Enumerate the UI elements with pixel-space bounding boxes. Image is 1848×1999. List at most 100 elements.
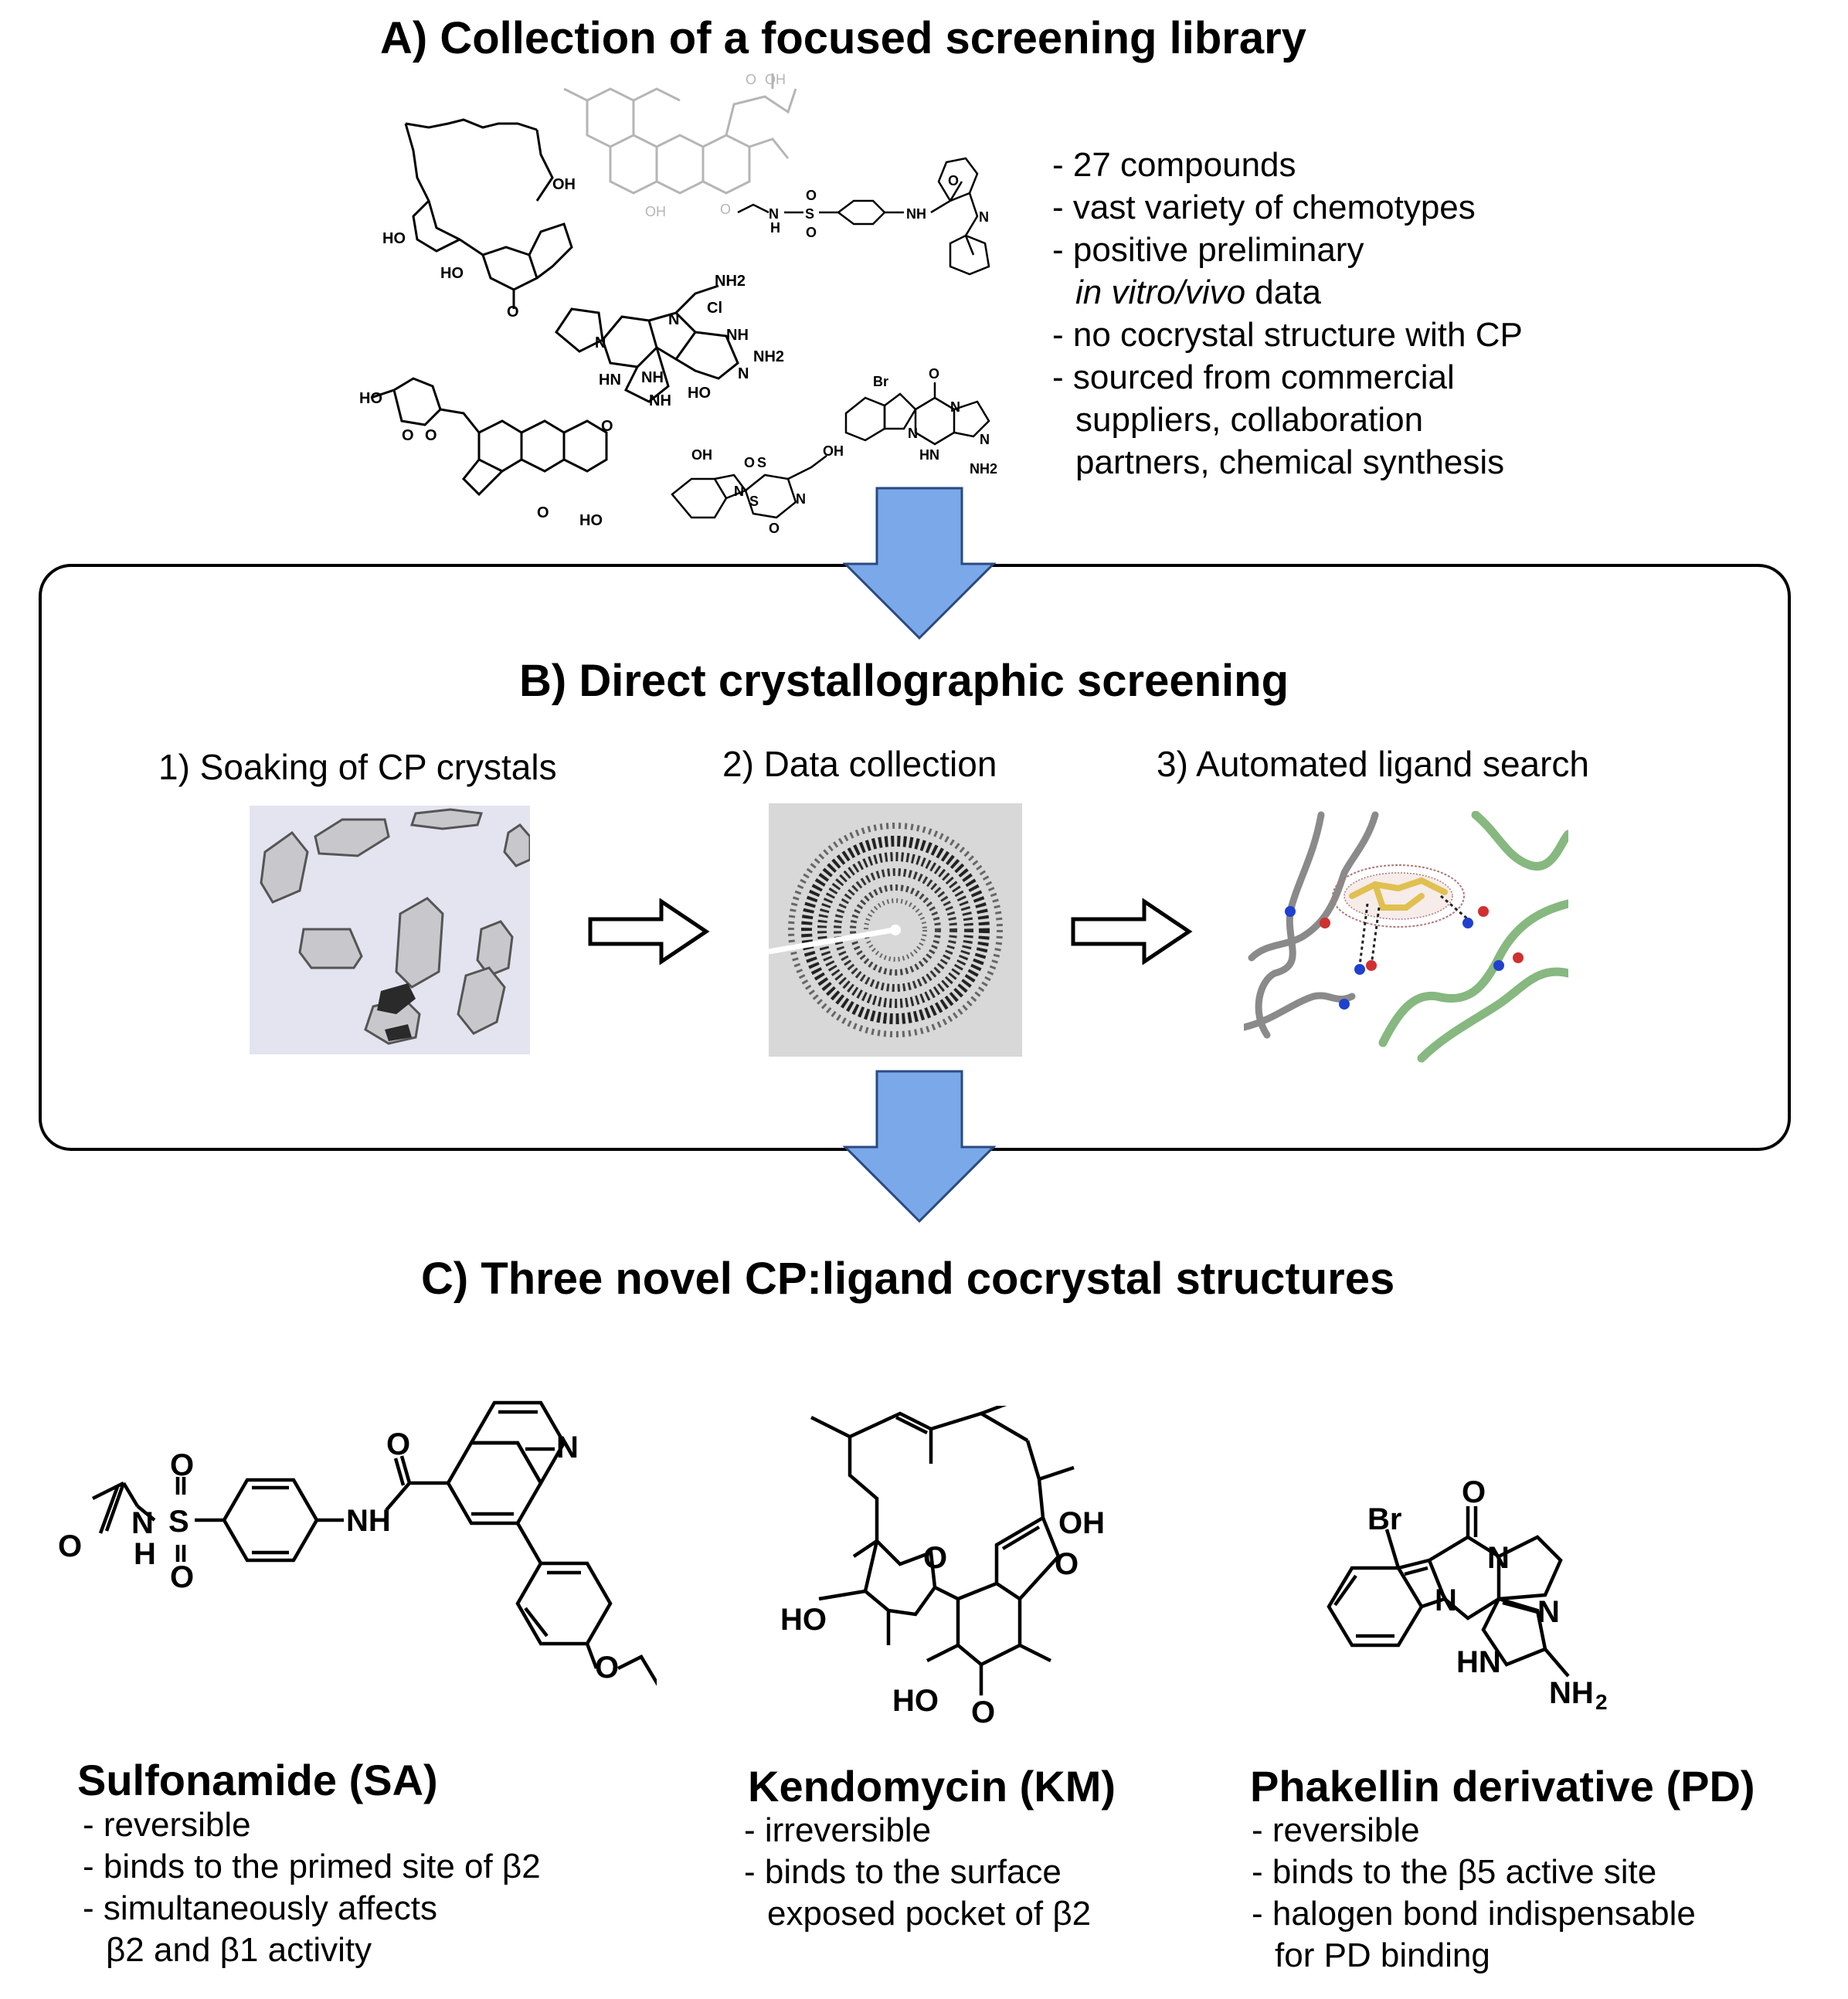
atom-label: N bbox=[908, 426, 918, 441]
section-b-title: B) Direct crystallographic screening bbox=[519, 656, 1289, 706]
compound-pd-bullets: - reversible - binds to the β5 active si… bbox=[1252, 1810, 1696, 1977]
library-structure-phakellin: Br O N N N HN NH2 bbox=[844, 366, 997, 477]
library-structure-gray: OH O OH O bbox=[563, 72, 797, 219]
atom-label: O bbox=[1055, 1547, 1079, 1581]
bullet-item: exposed pocket of β2 bbox=[767, 1895, 1092, 1933]
compound-sa-name: Sulfonamide (SA) bbox=[77, 1756, 438, 1804]
atom-label: NH2 bbox=[970, 461, 997, 477]
section-c-title: C) Three novel CP:ligand cocrystal struc… bbox=[421, 1254, 1395, 1304]
atom-label: HN bbox=[1456, 1645, 1501, 1679]
library-structure-polycyclic: NH2 Cl N N NH HN NH NH HO N NH2 bbox=[555, 273, 784, 409]
bullet-item: - simultaneously affects bbox=[83, 1889, 437, 1927]
atom-label: N bbox=[979, 209, 989, 225]
diffraction-pattern-image bbox=[769, 803, 1022, 1057]
atom-label: HN bbox=[599, 372, 621, 389]
library-structure-sulfonamide: N H S O O NH N O bbox=[737, 157, 990, 276]
bullet-item: in vitro/vivo data bbox=[1052, 271, 1523, 314]
atom-label: O bbox=[720, 202, 731, 217]
atom-label: O bbox=[58, 1529, 82, 1563]
atom-label: OH bbox=[552, 176, 576, 193]
atom-label: S bbox=[168, 1505, 189, 1539]
bullet-item: suppliers, collaboration bbox=[1075, 401, 1424, 439]
atom-label: O bbox=[595, 1651, 619, 1685]
atom-label: N bbox=[950, 399, 960, 415]
atom-label: N bbox=[769, 206, 779, 222]
atom-label: HO bbox=[579, 512, 603, 529]
atom-label: OH bbox=[765, 72, 786, 87]
bullet-item: β2 and β1 activity bbox=[106, 1931, 372, 1969]
atom-label: N bbox=[734, 484, 744, 499]
bullet-item: - 27 compounds bbox=[1052, 146, 1296, 184]
atom-label: O bbox=[971, 1695, 995, 1729]
compound-pd-name: Phakellin derivative (PD) bbox=[1250, 1762, 1755, 1811]
atom-label: O bbox=[1462, 1475, 1486, 1509]
phakellin-structure: Br O N N N HN NH 2 bbox=[1327, 1475, 1608, 1714]
atom-label: N bbox=[668, 311, 679, 328]
atom-label: NH bbox=[1549, 1676, 1594, 1710]
atom-label: OH bbox=[691, 447, 712, 463]
library-structure-steroid: HO O O O HO O bbox=[359, 377, 613, 529]
atom-label: OH bbox=[645, 204, 666, 219]
atom-label: O bbox=[386, 1427, 410, 1461]
atom-label: O bbox=[537, 504, 549, 521]
bullet-item: - binds to the primed site of β2 bbox=[83, 1848, 541, 1885]
atom-label: O bbox=[170, 1560, 194, 1594]
bullet-item: - positive preliminary bbox=[1052, 231, 1364, 269]
atom-label: O bbox=[507, 304, 519, 317]
bullet-item: - no cocrystal structure with CP bbox=[1052, 316, 1523, 354]
atom-label: O bbox=[806, 188, 817, 203]
atom-label: NH bbox=[649, 392, 671, 409]
sulfonamide-structure: O N H S O O NH O N O bbox=[58, 1400, 657, 1686]
library-structure-gliotoxin: OH S S N N OH O O bbox=[671, 443, 844, 536]
atom-label: NH bbox=[641, 369, 664, 386]
atom-label: N bbox=[595, 334, 606, 351]
process-arrow-icon bbox=[1071, 898, 1193, 965]
process-arrow-icon bbox=[588, 898, 710, 965]
bullet-item: for PD binding bbox=[1275, 1936, 1490, 1974]
atom-label: NH bbox=[906, 206, 926, 222]
atom-label: O bbox=[929, 366, 939, 382]
atom-label: O bbox=[746, 72, 756, 87]
atom-label: Br bbox=[873, 374, 888, 389]
atom-label: O bbox=[923, 1541, 947, 1575]
bullet-item: - binds to the surface bbox=[744, 1853, 1062, 1891]
atom-label: S bbox=[805, 206, 814, 222]
atom-label: HO bbox=[359, 390, 382, 407]
step-2-label: 2) Data collection bbox=[722, 744, 997, 784]
atom-label: H bbox=[770, 220, 780, 236]
section-a-bullets: - 27 compounds - vast variety of chemoty… bbox=[1052, 144, 1523, 484]
atom-label: N bbox=[1537, 1595, 1560, 1629]
compound-km-name: Kendomycin (KM) bbox=[748, 1762, 1116, 1811]
atom-label: O bbox=[402, 427, 414, 444]
atom-label: O bbox=[425, 427, 437, 444]
bullet-item: - sourced from commercial bbox=[1052, 358, 1455, 396]
atom-label: S bbox=[749, 494, 759, 509]
bullet-item: - binds to the β5 active site bbox=[1252, 1853, 1657, 1891]
step-1-label: 1) Soaking of CP crystals bbox=[158, 747, 557, 787]
kendomycin-structure: OH O O HO HO O bbox=[780, 1406, 1105, 1729]
atom-label: S bbox=[757, 455, 766, 470]
flow-arrow-down-icon bbox=[842, 487, 997, 640]
library-structure-macrocycle: OH HO HO O bbox=[382, 118, 576, 317]
atom-label: N bbox=[796, 491, 806, 507]
atom-label: NH bbox=[726, 327, 749, 344]
atom-label: HO bbox=[780, 1603, 827, 1637]
atom-label: O bbox=[601, 418, 613, 435]
atom-label: N bbox=[1487, 1541, 1510, 1575]
atom-label: O bbox=[769, 521, 780, 536]
atom-label: NH2 bbox=[753, 348, 784, 365]
atom-label: HO bbox=[382, 230, 406, 247]
bullet-item: - reversible bbox=[83, 1806, 251, 1844]
atom-label: O bbox=[744, 455, 755, 470]
atom-label: Cl bbox=[707, 300, 722, 317]
flow-arrow-down-icon bbox=[842, 1070, 997, 1223]
step-3-label: 3) Automated ligand search bbox=[1157, 744, 1590, 784]
atom-label: N bbox=[556, 1431, 579, 1464]
atom-label: HO bbox=[440, 265, 464, 282]
bullet-item: - irreversible bbox=[744, 1811, 932, 1849]
atom-label: O bbox=[170, 1448, 194, 1482]
ligand-density-image bbox=[1244, 811, 1568, 1066]
bullet-text: data bbox=[1245, 273, 1321, 311]
atom-label: O bbox=[948, 173, 959, 188]
atom-label: HN bbox=[919, 447, 939, 463]
